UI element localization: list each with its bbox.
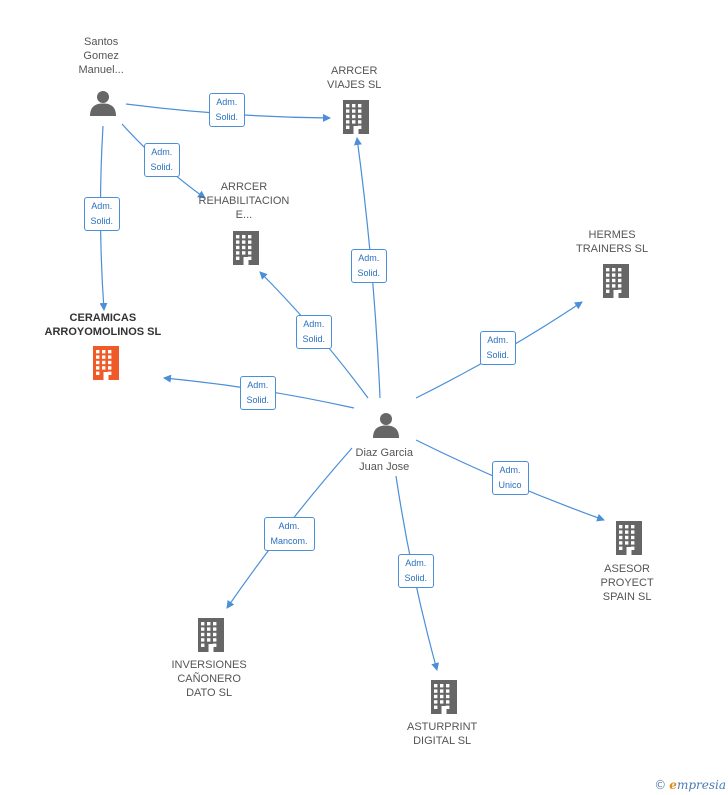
edge-label-diaz-to-inversiones[interactable]: Adm. Mancom.	[263, 517, 315, 551]
node-label-asesor[interactable]: ASESOR PROYECT SPAIN SL	[601, 562, 654, 604]
edge-label-diaz-to-asesor[interactable]: Adm. Unico	[491, 461, 529, 495]
brand-initial: e	[669, 778, 677, 792]
node-label-line: ARROYOMOLINOS SL	[44, 326, 162, 338]
node-label-line: DIGITAL SL	[413, 735, 472, 747]
node-label-arrcer_rehab[interactable]: ARRCER REHABILITACION E...	[199, 180, 290, 222]
edge-label-diaz-to-asturprint[interactable]: Adm. Solid.	[397, 554, 435, 588]
edge-label-line: Adm.	[151, 147, 173, 157]
node-label-hermes[interactable]: HERMES TRAINERS SL	[576, 228, 648, 256]
copyright-symbol: ©	[654, 778, 667, 792]
node-label-line: Juan Jose	[359, 461, 410, 473]
edge-label-line: Solid.	[90, 216, 114, 226]
node-label-line: CAÑONERO	[177, 673, 241, 685]
edge-label-line: Adm.	[278, 521, 300, 531]
edge-label-diaz-to-hermes[interactable]: Adm. Solid.	[479, 331, 517, 365]
edge-label-line: Adm.	[358, 253, 380, 263]
building-icon-asturprint[interactable]	[429, 680, 459, 719]
edge-label-line: Mancom.	[270, 536, 308, 546]
node-label-line: TRAINERS SL	[576, 243, 649, 255]
node-label-line: HERMES	[588, 229, 636, 241]
node-label-line: PROYECT	[600, 577, 654, 589]
building-icon-asesor[interactable]	[614, 521, 644, 560]
node-label-line: E...	[235, 209, 253, 221]
person-icon-santos[interactable]	[89, 89, 117, 122]
edge-label-line: Adm.	[487, 335, 509, 345]
node-label-asturprint[interactable]: ASTURPRINT DIGITAL SL	[407, 720, 477, 748]
edge-label-line: Solid.	[357, 268, 381, 278]
node-label-line: INVERSIONES	[171, 659, 247, 671]
brand-name: mpresia	[676, 778, 726, 792]
edge-label-line: Solid.	[404, 573, 428, 583]
node-label-inversiones[interactable]: INVERSIONES CAÑONERO DATO SL	[172, 658, 247, 700]
edge-label-line: Solid.	[302, 334, 326, 344]
edge-label-line: Solid.	[246, 395, 270, 405]
edge-label-line: Solid.	[215, 112, 239, 122]
edge-label-line: Solid.	[486, 350, 510, 360]
edge-label-line: Adm.	[247, 380, 269, 390]
edge-label-diaz-to-ceramicas[interactable]: Adm. Solid.	[239, 376, 277, 410]
node-label-line: Gomez	[83, 50, 119, 62]
node-label-line: DATO SL	[186, 687, 233, 699]
building-icon-hermes[interactable]	[601, 264, 631, 303]
edge-label-diaz-to-arrcer_rehab[interactable]: Adm. Solid.	[295, 315, 333, 349]
node-label-arrcer_viajes[interactable]: ARRCER VIAJES SL	[327, 64, 381, 92]
building-icon-arrcer_viajes[interactable]	[341, 100, 371, 139]
edge-label-line: Adm.	[303, 319, 325, 329]
edge-label-line: Unico	[498, 480, 522, 490]
edge-label-santos-to-arrcer_rehab[interactable]: Adm. Solid.	[143, 143, 181, 177]
edge-label-line: Solid.	[150, 162, 174, 172]
node-label-line: ARRCER	[220, 181, 268, 193]
node-label-line: VIAJES SL	[327, 79, 382, 91]
node-label-line: ARRCER	[330, 65, 378, 77]
node-label-line: Santos	[84, 36, 119, 48]
node-label-ceramicas[interactable]: CERAMICAS ARROYOMOLINOS SL	[45, 311, 162, 339]
edge-label-line: Adm.	[91, 201, 113, 211]
node-label-line: ASTURPRINT	[407, 721, 478, 733]
edge-label-line: Adm.	[499, 465, 521, 475]
node-label-line: CERAMICAS	[69, 312, 137, 324]
edge-label-line: Adm.	[216, 97, 238, 107]
edge-label-line: Adm.	[405, 558, 427, 568]
edge-label-santos-to-ceramicas[interactable]: Adm. Solid.	[83, 197, 121, 231]
brand-watermark: ©empresia	[654, 778, 726, 792]
node-label-line: ASESOR	[604, 563, 651, 575]
edge-label-diaz-to-arrcer_viajes[interactable]: Adm. Solid.	[350, 249, 388, 283]
node-label-line: Diaz Garcia	[355, 447, 413, 459]
building-icon-ceramicas[interactable]	[91, 346, 121, 385]
node-label-line: REHABILITACION	[198, 195, 290, 207]
node-label-line: SPAIN SL	[602, 591, 652, 603]
node-label-line: Manuel...	[78, 64, 124, 76]
building-icon-inversiones[interactable]	[196, 618, 226, 657]
edge-label-santos-to-arrcer_viajes[interactable]: Adm. Solid.	[208, 93, 246, 127]
building-icon-arrcer_rehab[interactable]	[231, 231, 261, 270]
person-icon-diaz[interactable]	[372, 411, 400, 444]
